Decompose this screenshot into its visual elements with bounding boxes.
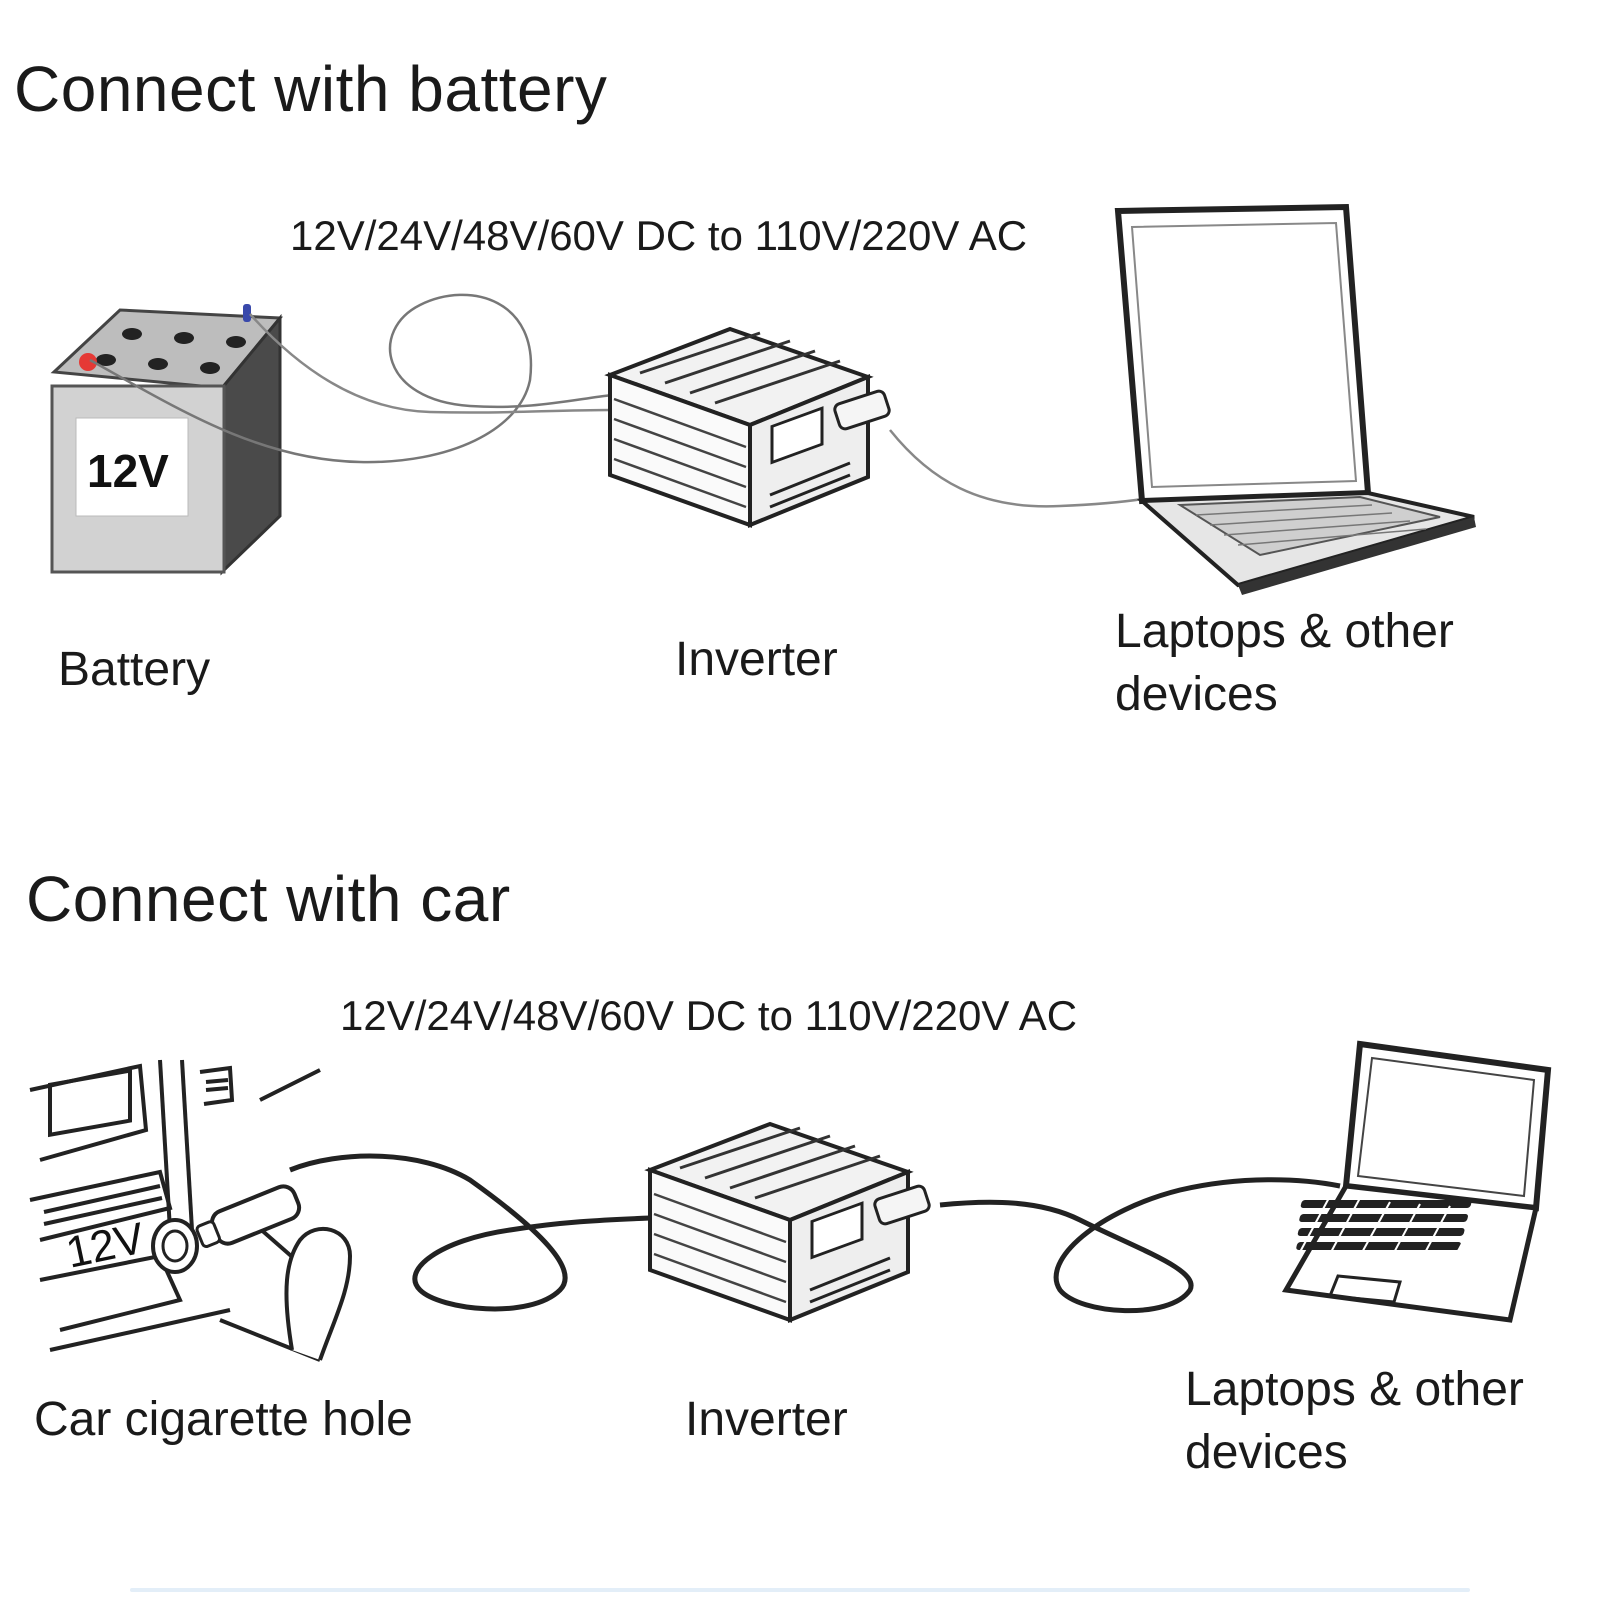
device-label-line2: devices: [1185, 1426, 1348, 1480]
device-label: Laptops & other devices: [1115, 600, 1454, 727]
inverter-label: Inverter: [685, 1393, 848, 1446]
device-label-line1: Laptops & other: [1115, 605, 1454, 658]
gear-knob-icon: [284, 1226, 353, 1361]
voltage-conversion-caption: 12V/24V/48V/60V DC to 110V/220V AC: [290, 212, 1028, 259]
battery-voltage-sticker: 12V: [87, 445, 169, 497]
car-cables: [289, 1153, 1341, 1314]
bottom-divider: [130, 1588, 1470, 1592]
inverter-illustration: [604, 326, 891, 528]
battery-label: Battery: [58, 643, 211, 696]
laptop-illustration: [1281, 1040, 1552, 1323]
car-connection-section: Connect with car 12V/24V/48V/60V DC to 1…: [0, 800, 1600, 1600]
battery-cables: [89, 293, 1161, 508]
device-label: Laptops & other devices: [1185, 1358, 1524, 1485]
ac-outlet-icon: [810, 1201, 864, 1260]
section-heading: Connect with car: [26, 863, 511, 935]
inverter-illustration: [644, 1121, 931, 1323]
ac-plug-icon: [833, 389, 891, 431]
positive-terminal-icon: [79, 353, 97, 371]
voltage-conversion-caption: 12V/24V/48V/60V DC to 110V/220V AC: [340, 992, 1078, 1039]
battery-connection-section: Connect with battery 12V/24V/48V/60V DC …: [14, 53, 1476, 727]
section-heading: Connect with battery: [14, 53, 608, 125]
cigarette-socket-icon: [151, 1218, 199, 1274]
negative-terminal-icon: [243, 304, 251, 322]
laptop-illustration: [1114, 203, 1476, 595]
ac-outlet-icon: [770, 406, 824, 465]
car-cigarette-hole-label: Car cigarette hole: [34, 1393, 413, 1446]
inverter-label: Inverter: [675, 633, 838, 686]
device-label-line1: Laptops & other: [1185, 1363, 1524, 1416]
car-plug-icon: [195, 1184, 302, 1248]
device-label-line2: devices: [1115, 668, 1278, 722]
touchpad-icon: [1327, 1274, 1402, 1304]
ac-plug-icon: [873, 1184, 931, 1226]
car-dashboard-illustration: 12V: [29, 1059, 353, 1362]
